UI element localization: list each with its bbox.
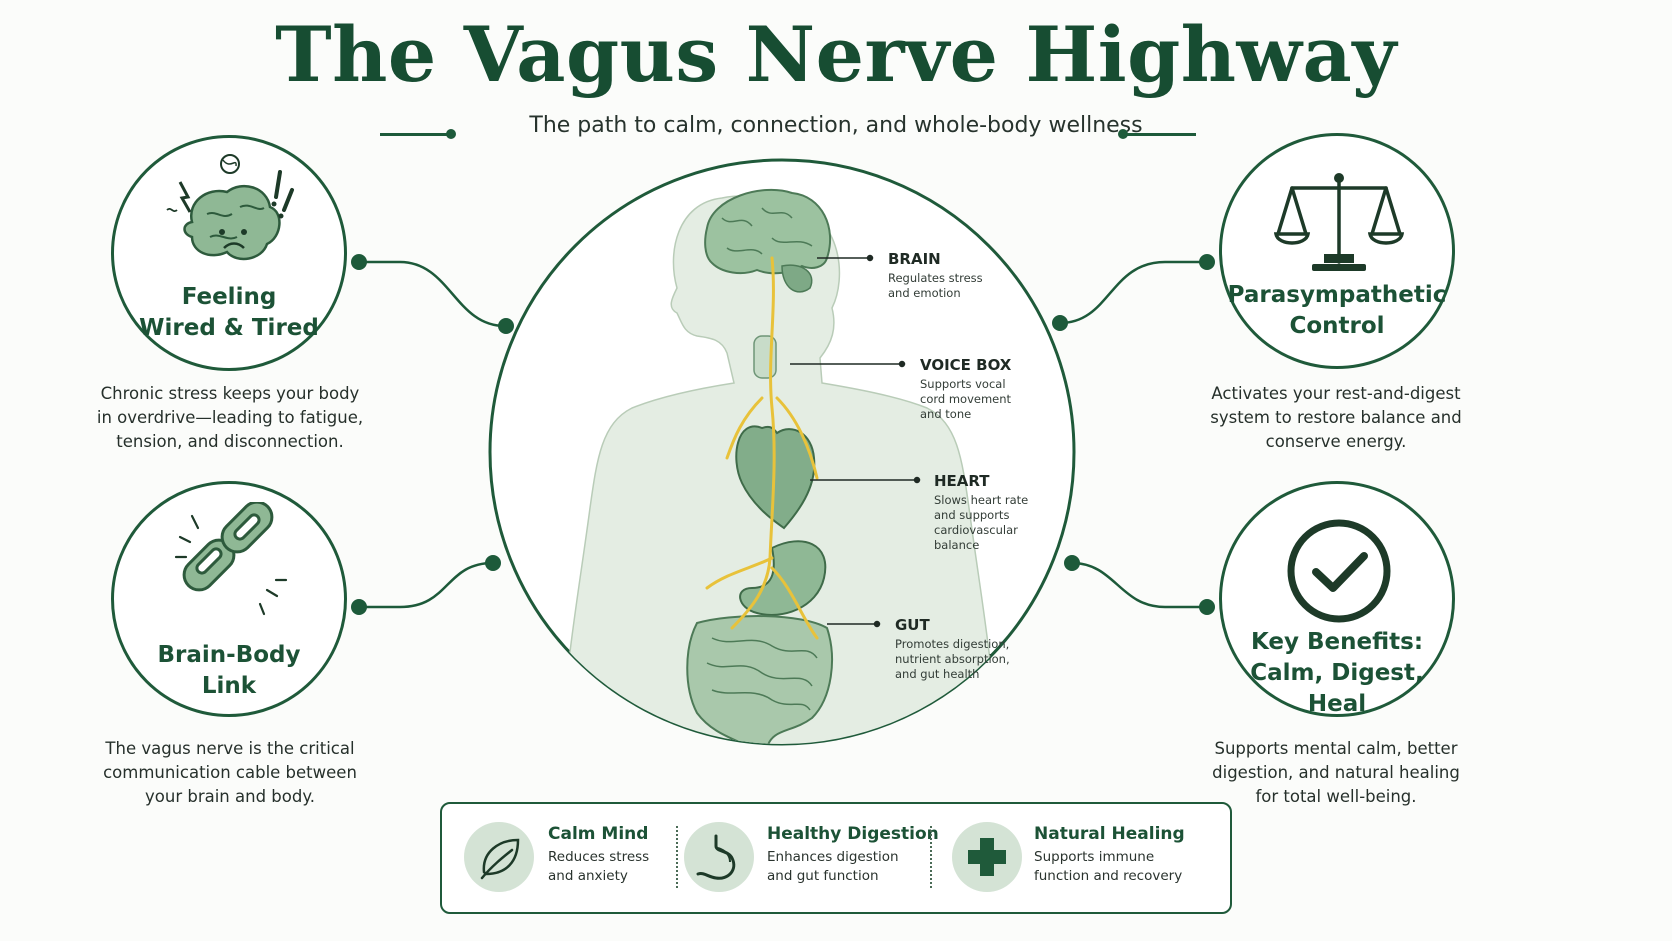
organ-desc-line: and gut health	[895, 667, 980, 681]
body-diagram	[488, 158, 1076, 746]
benefit-separator	[930, 826, 932, 888]
connector-parasympathetic	[1059, 260, 1207, 325]
desc-line: Supports mental calm, better	[1214, 739, 1458, 758]
desc-line: for total well-being.	[1255, 787, 1417, 806]
desc-line: Activates your rest-and-digest	[1211, 384, 1461, 403]
organ-desc-line: Promotes digestion,	[895, 637, 1010, 651]
desc-line: communication cable between	[103, 763, 357, 782]
cerebellum-organ	[781, 264, 813, 293]
stomach-icon	[696, 834, 736, 880]
node-title-line: Wired & Tired	[139, 315, 319, 341]
organ-desc-line: Slows heart rate	[934, 493, 1029, 507]
node-desc-wired-tired: Chronic stress keeps your body in overdr…	[60, 382, 400, 454]
organ-desc-line: Supports vocal	[920, 377, 1006, 391]
desc-line: The vagus nerve is the critical	[105, 739, 355, 758]
benefit-natural-healing: Natural Healing Supports immune function…	[1034, 824, 1185, 886]
hub-dot-circle-lower-right	[1064, 555, 1080, 571]
subtitle-left-dot	[446, 129, 456, 139]
desc-line: system to restore balance and	[1210, 408, 1462, 427]
benefit-title: Healthy Digestion	[767, 824, 939, 844]
connector-brain-body	[358, 561, 494, 609]
node-title-line: Control	[1289, 313, 1385, 339]
page-title: The Vagus Nerve Highway	[275, 10, 1397, 99]
benefit-desc-line: function and recovery	[1034, 868, 1183, 884]
organ-name: HEART	[934, 472, 990, 490]
organ-desc-line: and emotion	[888, 286, 961, 300]
organ-name: VOICE BOX	[920, 356, 1012, 374]
node-wired-tired: Feeling Wired & Tired	[111, 135, 347, 371]
organ-desc-line: cardiovascular	[934, 523, 1018, 537]
hub-dot-wired-tired	[351, 254, 367, 270]
node-key-benefits: Key Benefits: Calm, Digest, Heal	[1219, 481, 1455, 717]
benefit-desc-line: Enhances digestion	[767, 849, 899, 865]
node-title-line: Parasympathetic	[1227, 282, 1447, 308]
organ-name: BRAIN	[888, 250, 941, 268]
stressed-brain-icon	[166, 154, 294, 261]
node-desc-brain-body: The vagus nerve is the critical communic…	[60, 737, 400, 809]
subtitle-right-line	[1124, 133, 1196, 136]
organ-label-voice-box: VOICE BOX Supports vocal cord movement a…	[920, 356, 1011, 422]
benefit-desc-line: Reduces stress	[548, 849, 650, 865]
benefit-title: Natural Healing	[1034, 824, 1185, 844]
benefit-separator	[676, 826, 678, 888]
benefit-title: Calm Mind	[548, 824, 649, 844]
organ-desc-line: balance	[934, 538, 980, 552]
benefit-desc-line: and gut function	[767, 868, 879, 884]
hub-dot-parasympathetic	[1199, 254, 1215, 270]
desc-line: digestion, and natural healing	[1212, 763, 1460, 782]
node-title-line: Brain-Body	[157, 642, 301, 668]
subtitle-right-dot	[1118, 129, 1128, 139]
leaf-icon	[480, 838, 520, 880]
subtitle-left-line	[380, 133, 450, 136]
balance-scale-icon	[1274, 173, 1404, 271]
organ-desc-line: and supports	[934, 508, 1010, 522]
benefit-icon-wrap	[952, 822, 1022, 892]
checkmark-icon	[1287, 519, 1391, 623]
benefit-desc-line: and anxiety	[548, 868, 628, 884]
connector-key-benefits	[1071, 561, 1207, 609]
node-brain-body: Brain-Body Link	[111, 481, 347, 717]
desc-line: Chronic stress keeps your body	[100, 384, 360, 403]
node-title-line: Key Benefits:	[1250, 629, 1424, 655]
organ-name: GUT	[895, 616, 930, 634]
node-parasympathetic: Parasympathetic Control	[1219, 133, 1455, 369]
organ-desc-line: cord movement	[920, 392, 1012, 406]
node-desc-key-benefits: Supports mental calm, better digestion, …	[1166, 737, 1506, 809]
benefit-icon-wrap	[464, 822, 534, 892]
benefits-bar: Calm Mind Reduces stress and anxiety Hea…	[440, 802, 1232, 914]
vagus-nerve-path	[705, 256, 819, 640]
desc-line: your brain and body.	[145, 787, 315, 806]
chain-link-icon	[174, 502, 288, 616]
benefit-calm-mind: Calm Mind Reduces stress and anxiety	[548, 824, 649, 886]
hub-dot-brain-body	[351, 599, 367, 615]
hub-dot-circle-lower-left	[485, 555, 501, 571]
brain-organ	[704, 188, 832, 275]
desc-line: in overdrive—leading to fatigue,	[96, 408, 364, 427]
organ-label-heart: HEART Slows heart rate and supports card…	[934, 472, 1028, 553]
organ-label-brain: BRAIN Regulates stress and emotion	[888, 250, 983, 301]
hub-dot-circle-upper-right	[1052, 315, 1068, 331]
benefit-icon-wrap	[684, 822, 754, 892]
desc-line: tension, and disconnection.	[116, 432, 344, 451]
desc-line: conserve energy.	[1265, 432, 1407, 451]
hub-dot-key-benefits	[1199, 599, 1215, 615]
organ-label-gut: GUT Promotes digestion, nutrient absorpt…	[895, 616, 1010, 682]
organ-desc-line: nutrient absorption,	[895, 652, 1010, 666]
page-subtitle: The path to calm, connection, and whole-…	[529, 113, 1143, 138]
organ-desc-line: and tone	[920, 407, 972, 421]
node-desc-parasympathetic: Activates your rest-and-digest system to…	[1166, 382, 1506, 454]
node-title-line: Link	[201, 673, 257, 699]
organ-desc-line: Regulates stress	[888, 271, 983, 285]
benefit-desc-line: Supports immune	[1034, 849, 1155, 865]
benefit-healthy-digestion: Healthy Digestion Enhances digestion and…	[767, 824, 939, 886]
node-title-line: Calm, Digest, Heal	[1250, 660, 1424, 717]
medical-cross-icon	[968, 838, 1006, 876]
hub-dot-circle-upper-left	[498, 318, 514, 334]
node-title-line: Feeling	[181, 284, 277, 310]
connector-wired-tired	[358, 260, 506, 328]
